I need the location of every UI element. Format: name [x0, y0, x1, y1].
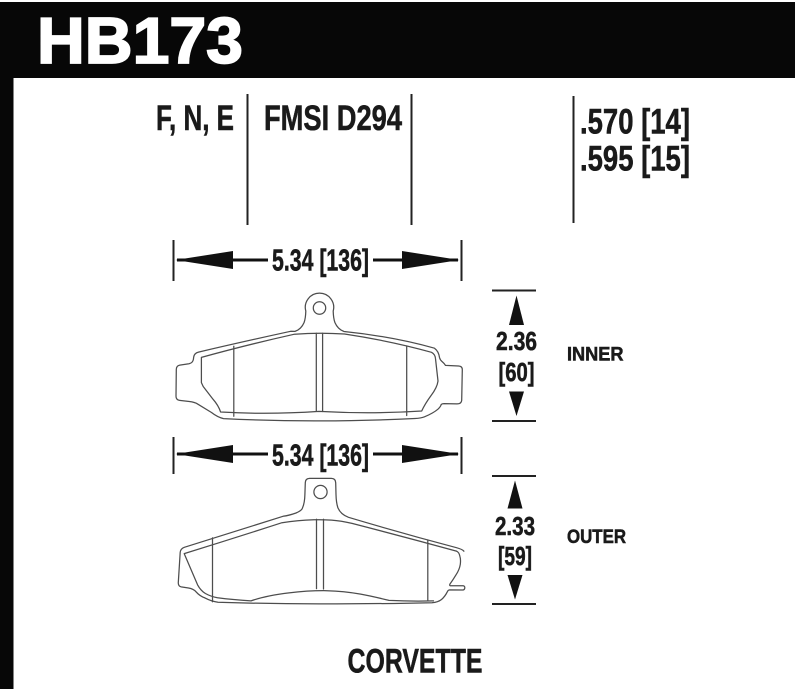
svg-text:5.34 [136]: 5.34 [136] — [272, 243, 369, 278]
svg-text:[60]: [60] — [499, 359, 535, 387]
svg-text:2.36: 2.36 — [496, 328, 537, 356]
svg-text:5.34 [136]: 5.34 [136] — [272, 438, 369, 473]
svg-text:CORVETTE: CORVETTE — [348, 643, 483, 681]
svg-text:INNER: INNER — [567, 344, 624, 366]
svg-text:2.33: 2.33 — [495, 513, 535, 541]
svg-text:.595 [15]: .595 [15] — [580, 140, 690, 179]
svg-text:OUTER: OUTER — [567, 526, 626, 548]
svg-text:F, N, E: F, N, E — [156, 99, 234, 138]
svg-text:FMSI D294: FMSI D294 — [264, 99, 402, 138]
svg-text:[59]: [59] — [498, 543, 532, 571]
svg-text:HB173: HB173 — [37, 4, 243, 77]
svg-text:.570 [14]: .570 [14] — [580, 103, 690, 142]
